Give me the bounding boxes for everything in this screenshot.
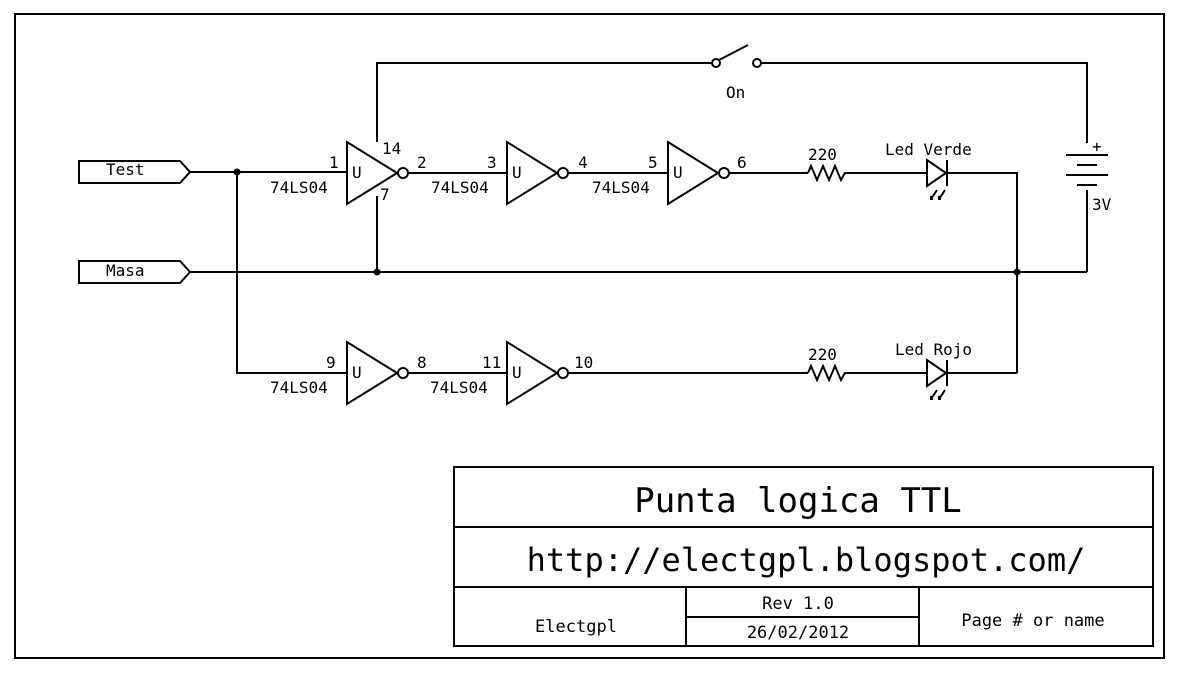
gate-symbol: U — [352, 163, 362, 182]
title-block-revision: Rev 1.0 — [762, 594, 834, 614]
connector-masa-label: Masa — [106, 261, 145, 280]
led-label: Led Verde — [885, 140, 972, 159]
inverter-gate-5: U 74LS04 11 10 — [430, 340, 593, 406]
power-switch: On — [711, 44, 762, 102]
title-block-date: 26/02/2012 — [747, 623, 849, 643]
gate-pin-vcc: 14 — [382, 139, 401, 158]
title-block: Punta logica TTL http://electgpl.blogspo… — [453, 466, 1154, 647]
connector-test-label: Test — [106, 160, 145, 179]
resistor-1: 220 — [807, 145, 848, 183]
gate-symbol: U — [352, 363, 362, 382]
battery-voltage-label: 3V — [1092, 195, 1112, 214]
junction-dot — [233, 168, 241, 176]
gate-pin-in: 1 — [329, 153, 339, 172]
gate-pin-out: 10 — [574, 353, 593, 372]
gate-pin-gnd: 7 — [380, 185, 390, 204]
resistor-value: 220 — [808, 345, 837, 364]
battery: + 3V — [1066, 137, 1112, 214]
gate-pin-out: 6 — [737, 153, 747, 172]
gate-part-label: 74LS04 — [431, 178, 489, 197]
title-block-author: Electgpl — [535, 617, 617, 637]
connector-masa: Masa — [78, 260, 192, 284]
inverter-gate-4: U 74LS04 9 8 — [270, 340, 427, 406]
gate-symbol: U — [673, 163, 683, 182]
gate-pin-in: 3 — [487, 153, 497, 172]
gate-symbol: U — [512, 363, 522, 382]
gate-part-label: 74LS04 — [592, 178, 650, 197]
gate-pin-out: 2 — [417, 153, 427, 172]
led-label: Led Rojo — [895, 340, 972, 359]
title-block-page: Page # or name — [961, 611, 1104, 631]
led-green: Led Verde — [885, 140, 972, 200]
junction-dot — [373, 268, 381, 276]
gate-part-label: 74LS04 — [430, 378, 488, 397]
gate-pin-in: 5 — [648, 153, 658, 172]
led-red: Led Rojo — [895, 340, 972, 400]
gate-pin-in: 9 — [326, 353, 336, 372]
resistor-2: 220 — [807, 345, 848, 383]
sheet-border — [14, 13, 1165, 659]
wires — [190, 62, 1088, 374]
inverter-gate-2: U 74LS04 3 4 — [431, 140, 588, 206]
gate-symbol: U — [512, 163, 522, 182]
gate-pin-in: 11 — [482, 353, 501, 372]
gate-pin-out: 4 — [578, 153, 588, 172]
title-block-title: Punta logica TTL — [634, 481, 962, 521]
inverter-gate-3: U 74LS04 5 6 — [592, 140, 747, 206]
junction-dot — [1013, 268, 1021, 276]
battery-plus-label: + — [1092, 137, 1102, 156]
gate-part-label: 74LS04 — [270, 378, 328, 397]
connector-test: Test — [78, 160, 192, 184]
gate-part-label: 74LS04 — [270, 178, 328, 197]
switch-label: On — [726, 83, 745, 102]
inverter-gate-1: U 74LS04 1 2 14 7 — [270, 139, 427, 206]
resistor-value: 220 — [808, 145, 837, 164]
title-block-url: http://electgpl.blogspot.com/ — [527, 541, 1086, 579]
gate-pin-out: 8 — [417, 353, 427, 372]
